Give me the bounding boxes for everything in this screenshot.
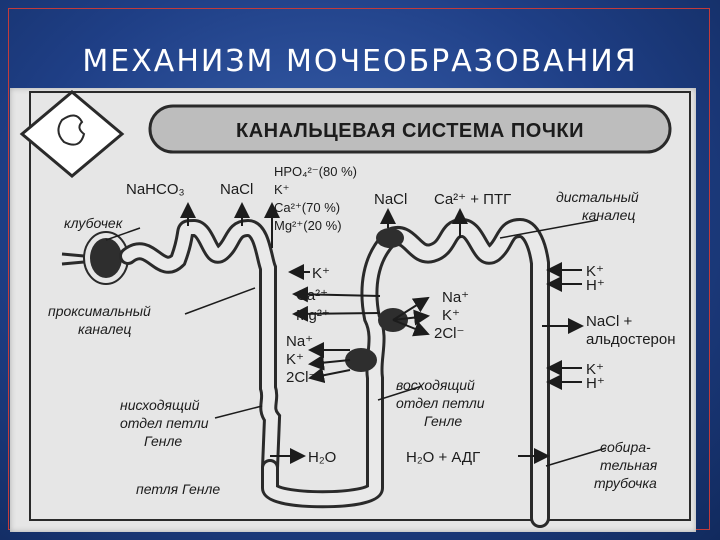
label-collecting-3: трубочка <box>594 475 657 491</box>
ion-k-dist: K⁺ <box>586 263 604 280</box>
ion-ca-left: Ca²⁺ <box>296 287 328 304</box>
ion-k-left2: K⁺ <box>286 351 304 368</box>
ion-mg-top: Mg²⁺(20 %) <box>274 218 342 233</box>
arrows-right <box>542 262 584 390</box>
label-collecting-1: собира- <box>600 439 651 455</box>
label-descending-2: отдел петли <box>120 415 209 431</box>
ion-nacl-top: NaCl <box>220 181 253 198</box>
label-ascending-1: восходящий <box>396 377 475 393</box>
glomerulus <box>61 231 129 285</box>
label-ascending-3: Генле <box>424 413 462 429</box>
arrows-top <box>180 202 468 248</box>
ion-h2o-adh: H₂O + АДГ <box>406 449 480 466</box>
ion-na-right: Na⁺ <box>442 289 469 306</box>
diagram-panel: КАНАЛЬЦЕВАЯ СИСТЕМА ПОЧКИ <box>10 88 696 532</box>
header-banner: КАНАЛЬЦЕВАЯ СИСТЕМА ПОЧКИ <box>29 91 691 521</box>
ion-k-left: K⁺ <box>312 265 330 282</box>
ion-h-dist: H⁺ <box>586 277 605 294</box>
ion-h2o-loop: H₂O <box>308 449 336 466</box>
header-title: КАНАЛЬЦЕВАЯ СИСТЕМА ПОЧКИ <box>236 120 584 142</box>
ion-na-left: Na⁺ <box>286 333 313 350</box>
kidney-icon <box>19 90 125 178</box>
slide-title: МЕХАНИЗМ МОЧЕОБРАЗОВАНИЯ <box>82 44 638 79</box>
label-proximal-1: проксимальный <box>48 303 151 319</box>
ion-cl-right: 2Cl⁻ <box>434 325 464 342</box>
ion-hpo4: HPO₄²⁻(80 %) <box>274 164 357 179</box>
label-pointers <box>105 219 607 467</box>
label-loop: петля Генле <box>136 481 220 497</box>
transporter-lower <box>345 348 377 372</box>
ion-mg-left: Mg²⁺ <box>296 307 330 324</box>
arrows-left <box>270 264 550 464</box>
ion-k-coll: K⁺ <box>586 361 604 378</box>
ion-k-top: K⁺ <box>274 182 290 197</box>
nephron-diagram: КАНАЛЬЦЕВАЯ СИСТЕМА ПОЧКИ <box>19 90 691 528</box>
ion-nacl-ald-1: NaCl + <box>586 313 633 330</box>
label-descending-3: Генле <box>144 433 182 449</box>
label-distal-2: каналец <box>582 207 635 223</box>
label-descending-1: нисходящий <box>120 397 200 413</box>
proximal-tubule <box>119 218 282 477</box>
ion-nahco3: NaHCO₃ <box>126 181 185 198</box>
label-glomerulus: клубочек <box>64 215 124 231</box>
ion-h-coll: H⁺ <box>586 375 605 392</box>
ion-ca-top: Ca²⁺(70 %) <box>274 200 340 215</box>
ion-k-right: K⁺ <box>442 307 460 324</box>
ion-ca-pth: Ca²⁺ + ПТГ <box>434 191 511 208</box>
label-proximal-2: каналец <box>78 321 131 337</box>
label-collecting-2: тельная <box>600 457 658 473</box>
ion-cl-left: 2Cl⁻ <box>286 369 316 386</box>
ion-nacl-ald-2: альдостерон <box>586 331 676 348</box>
distal-tubule <box>380 217 550 528</box>
label-ascending-2: отдел петли <box>396 395 485 411</box>
label-distal-1: дистальный <box>556 189 639 205</box>
transporter-macula <box>376 228 404 248</box>
ion-nacl-mid: NaCl <box>374 191 407 208</box>
